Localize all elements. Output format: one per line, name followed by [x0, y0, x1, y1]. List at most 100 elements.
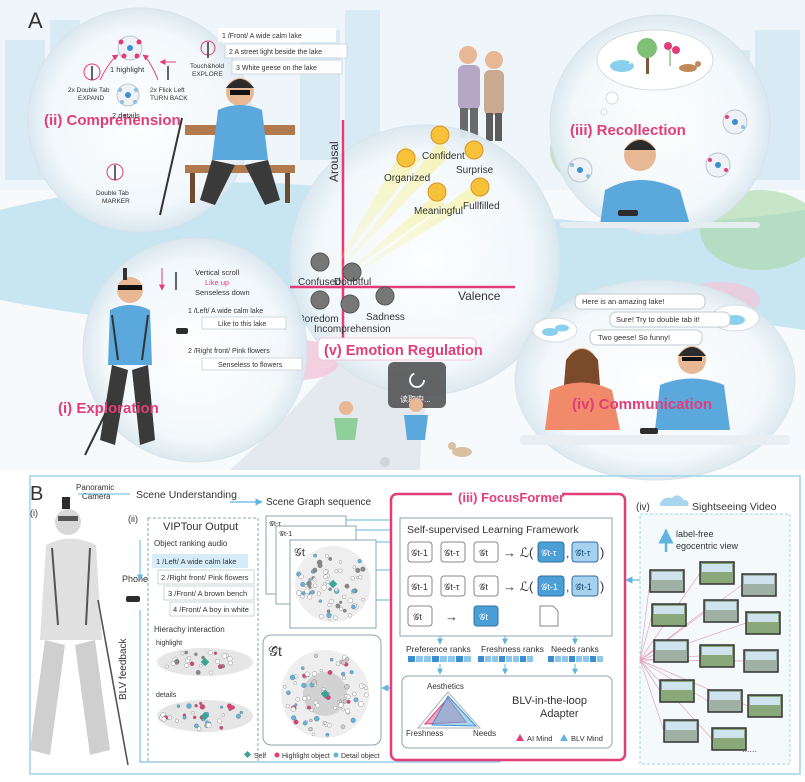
self-node-icon	[320, 689, 330, 699]
ghat-node	[344, 657, 350, 662]
emotion-title: (v) Emotion Regulation	[324, 343, 483, 359]
rank-bars	[408, 656, 603, 662]
rank-bar-cell	[440, 656, 447, 662]
video-frame	[699, 561, 735, 585]
ssl-row3-out: 𝒢t	[479, 612, 488, 622]
ghat-node	[341, 676, 346, 680]
emoji-confident-icon	[430, 125, 450, 145]
rank-bar-cell	[492, 656, 498, 662]
hier-bot-node	[176, 704, 181, 708]
exploration-item-2b: Senseless to flowers	[218, 362, 283, 369]
ghat-node	[327, 722, 332, 728]
ssl-row1-g2: 𝒢t-τ	[444, 548, 460, 558]
emotion-bubble: Arousal Valence Confident Organized Surp…	[289, 120, 561, 396]
comprehension-bubble: (ii) Comprehension 1 highlight 2 details…	[27, 7, 253, 233]
emoji-doubtful-icon	[342, 262, 362, 282]
swan-icon	[610, 47, 634, 72]
video-frame	[741, 573, 777, 597]
graph-t-node	[325, 553, 329, 558]
hier-bot-node	[194, 723, 199, 729]
video-frame	[747, 694, 783, 718]
hier-bot-node	[191, 711, 195, 715]
blv-mind-icon	[560, 734, 568, 741]
graph-t-node	[361, 598, 365, 602]
ssl-row3-g: 𝒢t	[413, 612, 422, 622]
hier-top-node	[214, 658, 221, 665]
hierarchy-details-label: details	[156, 692, 177, 699]
tri-label-aesthetics: Aesthetics	[427, 682, 464, 691]
ghat-node	[327, 670, 333, 675]
scene-graph-seq-label: Scene Graph sequence	[266, 497, 372, 508]
graph-t-node	[313, 583, 318, 588]
graph-node-icon-2	[567, 157, 593, 183]
ghat-node	[335, 661, 341, 666]
video-frame	[711, 727, 747, 751]
hier-top-node	[184, 663, 189, 668]
graph-node-icon-3	[705, 152, 731, 178]
emoji-sadness-icon	[375, 286, 395, 306]
hier-top-node	[213, 651, 218, 655]
emotion-boredom: Boredom	[298, 314, 339, 325]
ghat-node	[350, 717, 356, 723]
rank-bar-cell	[555, 656, 561, 662]
rank-bar-cell	[569, 656, 575, 662]
blv-walking-man-illustration	[30, 497, 140, 766]
video-link-line	[639, 659, 661, 692]
node-legend: Self Highlight object Detail object	[243, 750, 380, 760]
loading-box	[388, 362, 446, 408]
ssl-row-1: 𝒢t-1 𝒢t-τ 𝒢t → ℒ( 𝒢t-τ , 𝒢̂t-τ )	[407, 541, 604, 563]
rank-label-freshness: Freshness ranks	[481, 644, 544, 654]
hier-bot-node	[197, 726, 202, 731]
graph-label-t: 𝒢t	[294, 547, 305, 559]
focusformer-title: (iii) FocusFormer	[458, 490, 564, 505]
rank-outputs: Preference ranks Freshness ranks Needs r…	[406, 636, 603, 675]
rank-bar-cell	[576, 656, 582, 662]
emotion-title-box	[317, 337, 477, 361]
graph-t-node	[316, 591, 321, 596]
hier-top-node	[180, 651, 185, 656]
ghat-label: 𝒢̂t	[268, 643, 282, 659]
ghat-node	[352, 691, 357, 697]
graph-t-node	[352, 565, 357, 569]
hier-bot-node	[217, 718, 222, 724]
graph-t-node	[329, 598, 335, 604]
exploration-item-1b: Like to this lake	[218, 321, 266, 328]
rank-item-4: 4 /Front/ A boy in white	[173, 605, 249, 614]
video-frame	[651, 603, 687, 627]
emotion-surprise: Surprise	[456, 165, 494, 176]
graph-t-node	[338, 568, 343, 573]
ghat-node	[309, 708, 314, 713]
hier-top-node	[187, 655, 192, 661]
hier-top-node	[199, 664, 203, 668]
graph-t-node	[312, 577, 317, 582]
ssl-row-3: 𝒢t → 𝒢t	[407, 605, 559, 627]
hier-top-node	[165, 664, 169, 669]
sightseeing-title: Sightseeing Video	[692, 501, 777, 513]
ghat-node	[307, 705, 312, 710]
negative-emoji-group	[310, 252, 395, 314]
graph-t-node	[358, 575, 363, 580]
hier-top-node	[227, 656, 233, 662]
exploration-item-2: 2 /Right front/ Pink flowers	[188, 348, 270, 355]
rank-bar-cell	[485, 656, 491, 662]
audio-list-item-3: 3 White geese on the lake	[236, 65, 317, 72]
ghat-node	[300, 666, 305, 671]
graph-t-node	[301, 591, 306, 596]
graph-t-node	[342, 594, 347, 599]
hier-bot-node	[220, 705, 224, 709]
ranking-audio-label: Object ranking audio	[154, 539, 228, 548]
touch-hold-line2: EXPLORE	[192, 71, 223, 78]
scene-understanding-label: Scene Understanding	[136, 489, 237, 501]
gesture-marker-line1: Double Tab	[96, 190, 129, 197]
adapter-title-2: Adapter	[540, 708, 579, 720]
ghat-node	[325, 732, 330, 737]
graph-t-node	[310, 590, 315, 595]
rank-bar-cell	[513, 656, 519, 662]
ssl-row2-close: )	[600, 579, 604, 594]
graph-t-node	[338, 560, 343, 564]
graph-t-node	[339, 600, 343, 604]
ghat-node	[283, 685, 287, 689]
scene-graph-stack: 𝒢t-τ 𝒢t-1 𝒢t	[265, 515, 377, 629]
graph-t-node	[342, 608, 347, 613]
ghat-node	[338, 699, 342, 703]
